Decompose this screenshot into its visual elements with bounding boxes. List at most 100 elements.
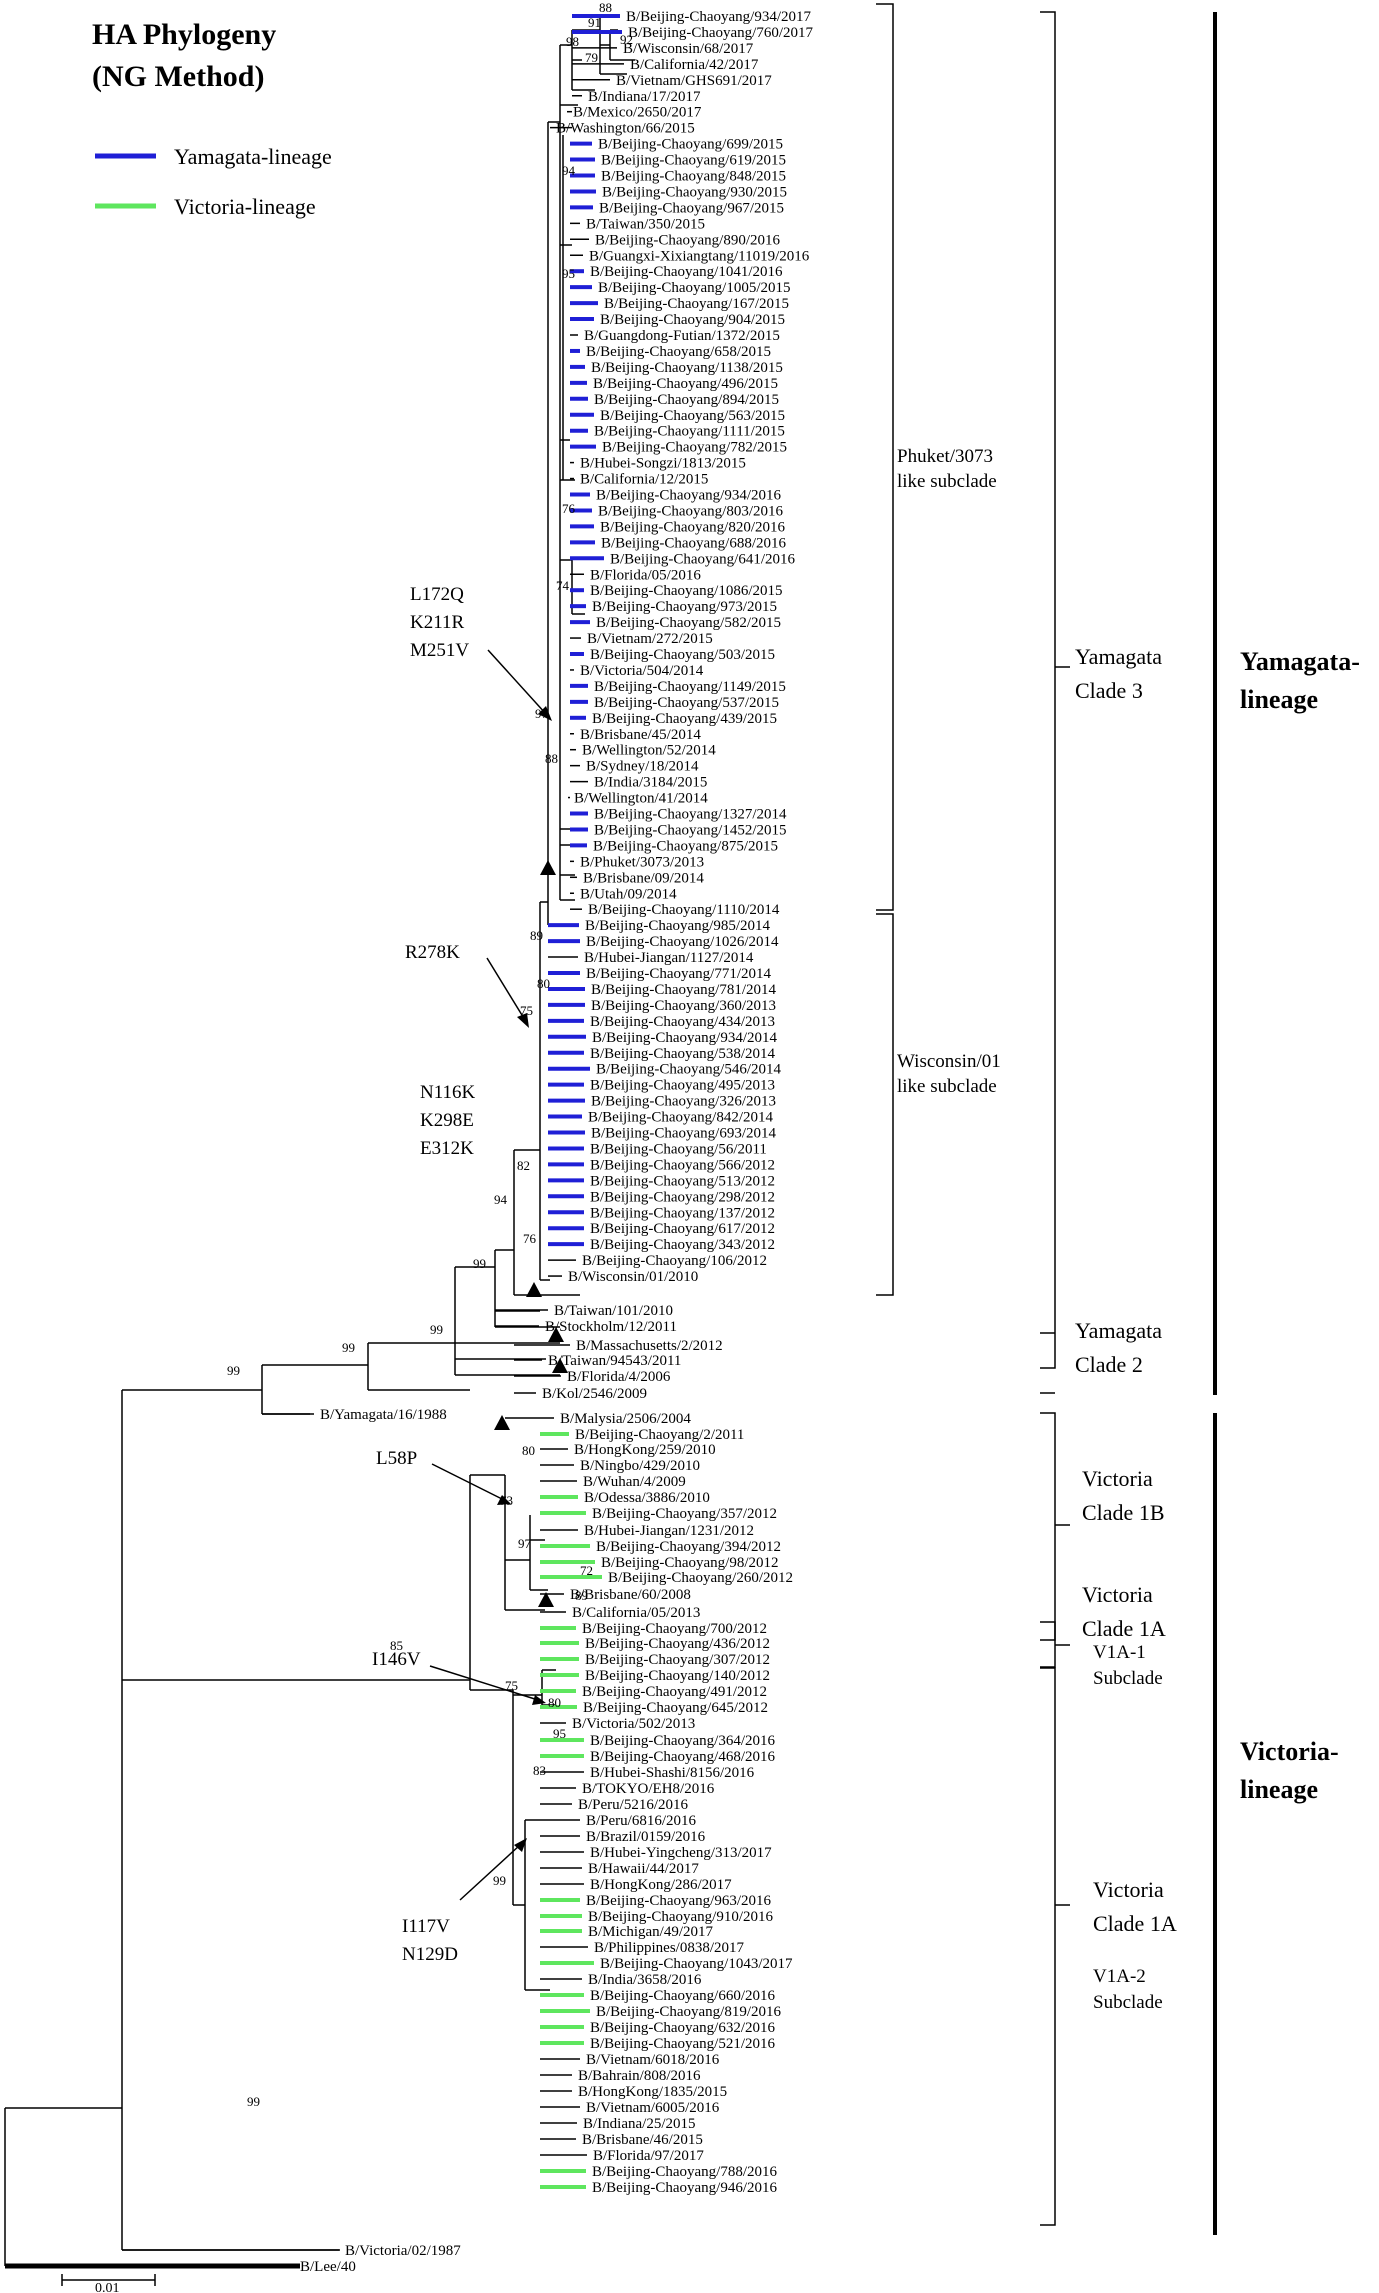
victoria-leaf-label: B/Beijing-Chaoyang/946/2016	[592, 2180, 777, 2196]
mutation-arrowhead-f	[514, 1838, 527, 1852]
victoria-leaf-label: B/Brazil/0159/2016	[586, 1829, 706, 1845]
victoria-leaf-label: B/Vietnam/6005/2016	[586, 2100, 720, 2116]
tree-backbone	[4, 14, 635, 2269]
bootstrap-value: 80	[522, 1443, 535, 1458]
yamagata-leaf-label: B/Beijing-Chaoyang/848/2015	[601, 169, 786, 185]
yamagata-leaf-label: B/Beijing-Chaoyang/641/2016	[610, 551, 795, 567]
bootstrap-value: 83	[533, 1763, 546, 1778]
yamagata-leaf-label: B/Beijing-Chaoyang/538/2014	[590, 1046, 775, 1062]
bootstrap-value: 75	[520, 1003, 533, 1018]
yamagata-leaf-label: B/Beijing-Chaoyang/894/2015	[594, 392, 779, 408]
victoria-leaf-label: B/HongKong/286/2017	[590, 1877, 732, 1893]
yamagata-leaf-label: B/Guangdong-Futian/1372/2015	[584, 328, 780, 344]
bootstrap-value: 99	[493, 1873, 506, 1888]
yamagata-leaf-label: B/Beijing-Chaoyang/1327/2014	[594, 807, 787, 823]
mutation-arrowhead-e	[532, 1695, 546, 1705]
bootstrap-value: 74	[556, 578, 570, 593]
victoria-leaf-label: B/Hawaii/44/2017	[588, 1861, 699, 1877]
yamagata-leaf-label: B/Beijing-Chaoyang/934/2016	[596, 488, 781, 504]
yamagata-leaf-label: B/Beijing-Chaoyang/167/2015	[604, 296, 789, 312]
yamagata-leaf-label: B/Taiwan/350/2015	[586, 216, 705, 232]
victoria-leaf-label: B/Peru/5216/2016	[578, 1797, 689, 1813]
yamagata-leaf-label: B/Beijing-Chaoyang/360/2013	[591, 998, 776, 1014]
subclade-phuket-2: like subclade	[897, 471, 997, 492]
yamagata-leaf-label: B/Beijing-Chaoyang/1086/2015	[590, 583, 783, 599]
victoria-leaf-label: B/India/3658/2016	[588, 1972, 702, 1988]
bootstrap-value: 95	[562, 266, 575, 281]
yamagata-leaf-label: B/Beijing-Chaoyang/434/2013	[590, 1014, 775, 1030]
yamagata-leaf-label: B/Beijing-Chaoyang/985/2014	[585, 918, 770, 934]
yamagata-leaf-label: B/Beijing-Chaoyang/537/2015	[594, 695, 779, 711]
mutation-arrow-f	[459, 1844, 521, 1901]
yamagata-leaf-label: B/Beijing-Chaoyang/106/2012	[582, 1253, 767, 1269]
victoria-tips: B/Malysia/2506/2004B/Beijing-Chaoyang/2/…	[5, 1411, 793, 2275]
victoria-leaf-label: B/Beijing-Chaoyang/98/2012	[601, 1555, 779, 1571]
bootstrap-value: 91	[588, 15, 601, 30]
victoria-leaf-label: B/Beijing-Chaoyang/260/2012	[608, 1570, 793, 1586]
victoria-leaf-label: B/Beijing-Chaoyang/436/2012	[585, 1636, 770, 1652]
victoria-leaf-label: B/Beijing-Chaoyang/700/2012	[582, 1621, 767, 1637]
yamagata-leaf-label: B/Beijing-Chaoyang/658/2015	[586, 344, 771, 360]
yamagata-leaf-label: B/Beijing-Chaoyang/781/2014	[591, 982, 776, 998]
yamagata-leaf-label: B/Beijing-Chaoyang/699/2015	[598, 137, 783, 153]
victoria-leaf-label: B/Odessa/3886/2010	[584, 1490, 710, 1506]
reference-triangle-brisbane	[538, 1592, 554, 1607]
reference-triangle-massachusetts	[548, 1327, 564, 1342]
yamagata-leaf-label: B/Beijing-Chaoyang/326/2013	[591, 1094, 776, 1110]
victoria-leaf-label: B/Beijing-Chaoyang/468/2016	[590, 1749, 775, 1765]
clade-victoria-1a-line1: Victoria	[1082, 1582, 1153, 1607]
victoria-leaf-label: B/Hubei-Yingcheng/313/2017	[590, 1845, 772, 1861]
yamagata-leaf-label: B/Beijing-Chaoyang/1111/2015	[594, 424, 785, 440]
bootstrap-value: 72	[580, 1563, 593, 1578]
legend-victoria-label: Victoria-lineage	[174, 194, 316, 219]
bootstrap-value: 95	[553, 1726, 566, 1741]
bootstrap-value: 76	[562, 501, 576, 516]
lineage-victoria-1: Victoria-	[1240, 1737, 1339, 1766]
yamagata-leaf-label: B/India/3184/2015	[594, 775, 707, 791]
yamagata-leaf-label: B/Beijing-Chaoyang/1149/2015	[594, 679, 786, 695]
yamagata-leaf-label: B/Beijing-Chaoyang/566/2012	[590, 1157, 775, 1173]
bootstrap-value: 79	[585, 50, 598, 65]
victoria-leaf-label: B/Beijing-Chaoyang/632/2016	[590, 2020, 775, 2036]
bootstrap-value: 97	[518, 1536, 532, 1551]
yamagata-leaf-label: B/Beijing-Chaoyang/495/2013	[590, 1078, 775, 1094]
yamagata-leaf-label: B/Vietnam/GHS691/2017	[616, 73, 772, 89]
yamagata-tips: B/Beijing-Chaoyang/934/2017B/Beijing-Cha…	[262, 9, 813, 1423]
mutation-label-a1: L172Q	[410, 584, 464, 605]
bootstrap-value: 88	[599, 0, 612, 15]
yamagata-leaf-label: B/Beijing-Chaoyang/1026/2014	[586, 934, 779, 950]
yamagata-leaf-label: B/Hubei-Jiangan/1127/2014	[584, 950, 754, 966]
yamagata-leaf-label: B/California/12/2015	[580, 472, 708, 488]
mutation-arrowhead-b	[517, 1013, 529, 1028]
victoria-leaf-label: B/Ningbo/429/2010	[580, 1458, 700, 1474]
yamagata-leaf-label: B/Beijing-Chaoyang/546/2014	[596, 1062, 781, 1078]
mutation-label-b: R278K	[405, 942, 460, 963]
victoria-leaf-label: B/Hubei-Shashi/8156/2016	[590, 1765, 755, 1781]
yamagata-leaf-label: B/Taiwan/94543/2011	[548, 1353, 681, 1369]
victoria-leaf-label: B/Beijing-Chaoyang/788/2016	[592, 2164, 777, 2180]
yamagata-leaf-label: B/Beijing-Chaoyang/904/2015	[600, 312, 785, 328]
victoria-leaf-label: B/Beijing-Chaoyang/140/2012	[585, 1668, 770, 1684]
mutation-arrow-e	[429, 1665, 539, 1701]
victoria-leaf-label: B/Beijing-Chaoyang/394/2012	[596, 1539, 781, 1555]
bootstrap-value: 85	[390, 1638, 403, 1653]
mutation-label-f2: N129D	[402, 1944, 458, 1965]
bootstrap-value: 99	[473, 1256, 486, 1271]
reference-triangle-malysia	[494, 1415, 510, 1430]
bootstrap-value: 80	[548, 1695, 561, 1710]
yamagata-leaf-label: B/Beijing-Chaoyang/890/2016	[595, 232, 780, 248]
yamagata-leaf-label: B/Beijing-Chaoyang/760/2017	[628, 25, 813, 41]
mutation-arrow-d	[431, 1463, 505, 1501]
yamagata-leaf-label: B/Sydney/18/2014	[586, 759, 699, 775]
victoria-leaf-label: B/Beijing-Chaoyang/660/2016	[590, 1988, 775, 2004]
yamagata-leaf-label: B/Wellington/52/2014	[582, 743, 716, 759]
clade-yamagata-2-line2: Clade 2	[1075, 1352, 1143, 1377]
mutation-label-c2: K298E	[420, 1110, 474, 1131]
yamagata-leaf-label: B/Beijing-Chaoyang/820/2016	[600, 519, 785, 535]
clade-victoria-1a-line2: Clade 1A	[1082, 1616, 1166, 1641]
bootstrap-values: 8891799892949576749788897580827694999999…	[227, 0, 633, 2109]
victoria-leaf-label: B/California/05/2013	[572, 1605, 700, 1621]
yamagata-leaf-label: B/Beijing-Chaoyang/619/2015	[601, 153, 786, 169]
yamagata-leaf-label: B/Beijing-Chaoyang/930/2015	[602, 184, 787, 200]
yamagata-leaf-label: B/Wellington/41/2014	[574, 791, 708, 807]
